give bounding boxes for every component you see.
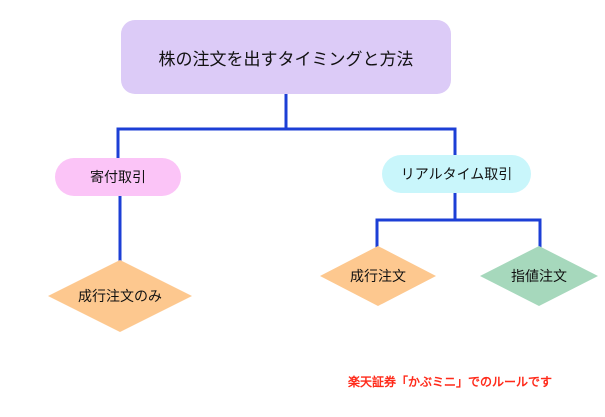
- diamond-shape: [320, 246, 436, 306]
- diamond-shape: [480, 246, 598, 306]
- branch-node-realtime-trade-label: リアルタイム取引: [400, 167, 513, 183]
- leaf-node-market-order-label: 成行注文: [350, 269, 406, 285]
- leaf-node-market-order-only: 成行注文のみ: [48, 260, 192, 332]
- root-node-label: 株の注文を出すタイミングと方法: [158, 49, 414, 70]
- branch-node-opening-trade: 寄付取引: [55, 158, 181, 196]
- branch-node-opening-trade-label: 寄付取引: [90, 170, 146, 186]
- root-node: 株の注文を出すタイミングと方法: [121, 20, 451, 94]
- diamond-shape: [48, 260, 192, 332]
- branch-node-realtime-trade: リアルタイム取引: [382, 155, 531, 193]
- footnote: 楽天証券「かぶミニ」でのルールです: [347, 375, 552, 389]
- leaf-node-limit-order: 指値注文: [480, 246, 598, 306]
- leaf-node-market-order: 成行注文: [320, 246, 436, 306]
- leaf-node-limit-order-label: 指値注文: [511, 269, 567, 285]
- leaf-node-market-order-only-label: 成行注文のみ: [78, 289, 162, 305]
